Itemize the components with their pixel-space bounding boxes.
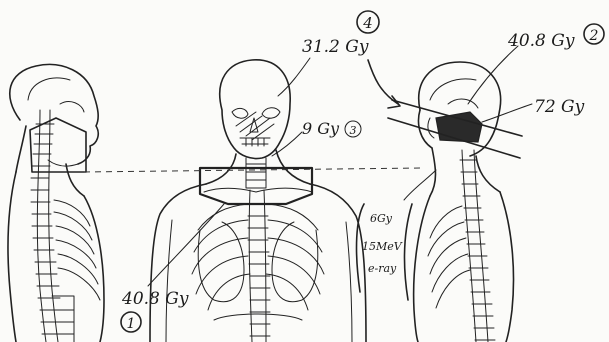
marker-1-label: 1 <box>127 316 136 332</box>
marker-1: 1 <box>121 312 141 332</box>
marker-4: 4 <box>357 11 379 33</box>
electron-dose-note: 6Gy <box>370 212 393 225</box>
marker-2: 2 <box>584 24 604 44</box>
dose-label-40-8-gy-right: 40.8 Gy <box>507 31 575 51</box>
marker-3: 3 <box>345 121 361 137</box>
left-figure-lateral <box>8 64 104 342</box>
electron-energy-note: 15MeV <box>362 240 403 253</box>
marker-2-label: 2 <box>589 28 599 44</box>
dose-label-40-8-gy-left: 40.8 Gy <box>121 289 189 309</box>
marker-3-label: 3 <box>350 124 357 137</box>
boost-region-shading <box>436 112 482 142</box>
marker-4-label: 4 <box>362 14 373 32</box>
dose-label-9-gy: 9 Gy <box>302 119 340 138</box>
dose-label-31-2-gy: 31.2 Gy <box>302 37 369 57</box>
dose-label-72-gy: 72 Gy <box>534 97 585 117</box>
right-figure-lateral <box>357 62 522 342</box>
electron-type-note: e-ray <box>368 262 397 275</box>
